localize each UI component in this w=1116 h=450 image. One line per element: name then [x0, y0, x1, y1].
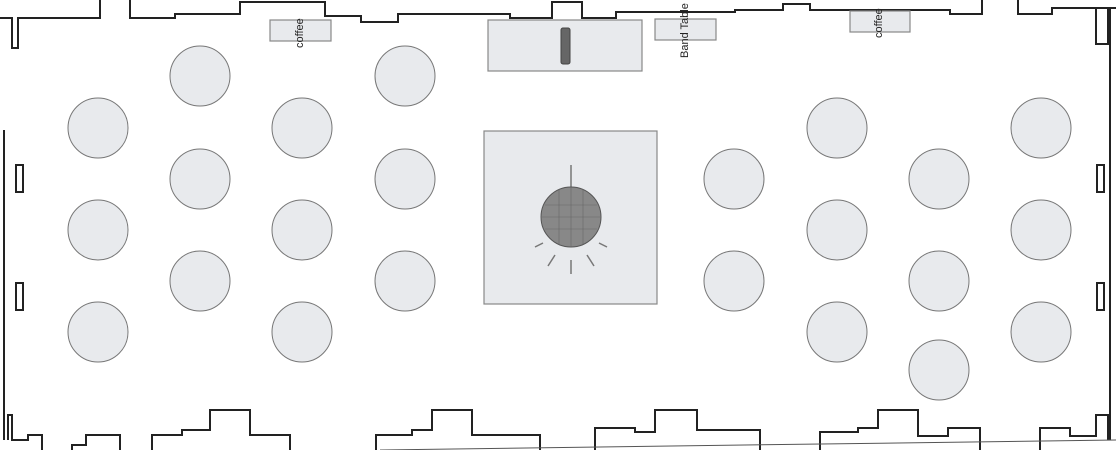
stage[interactable]	[487, 19, 643, 72]
round-table[interactable]	[806, 199, 868, 261]
round-table[interactable]	[374, 45, 436, 107]
round-table[interactable]	[374, 148, 436, 210]
coffee-station-right[interactable]: coffee	[849, 8, 911, 38]
coffee-station-left[interactable]: coffee	[269, 18, 332, 48]
band-table-label: Band Table	[679, 3, 691, 58]
round-table[interactable]	[908, 250, 970, 312]
round-table[interactable]	[271, 301, 333, 363]
round-table[interactable]	[806, 301, 868, 363]
coffee-left-label: coffee	[294, 18, 306, 48]
window	[1096, 282, 1105, 311]
round-table[interactable]	[169, 45, 231, 107]
round-tables	[67, 45, 1072, 401]
round-table[interactable]	[67, 97, 129, 159]
round-table[interactable]	[169, 250, 231, 312]
round-table[interactable]	[374, 250, 436, 312]
round-table[interactable]	[271, 199, 333, 261]
round-table[interactable]	[908, 339, 970, 401]
window	[15, 164, 24, 193]
band-table[interactable]: Band Table	[654, 3, 717, 58]
dance-floor[interactable]	[483, 130, 658, 305]
round-table[interactable]	[1010, 97, 1072, 159]
coffee-right-label: coffee	[873, 8, 885, 38]
round-table[interactable]	[67, 301, 129, 363]
round-table[interactable]	[271, 97, 333, 159]
piano-icon	[560, 27, 571, 65]
round-table[interactable]	[908, 148, 970, 210]
round-table[interactable]	[67, 199, 129, 261]
window	[15, 282, 24, 311]
round-table[interactable]	[1010, 301, 1072, 363]
window	[1096, 164, 1105, 193]
round-table[interactable]	[703, 250, 765, 312]
round-table[interactable]	[806, 97, 868, 159]
disco-ball-icon	[534, 165, 608, 274]
round-table[interactable]	[1010, 199, 1072, 261]
round-table[interactable]	[703, 148, 765, 210]
round-table[interactable]	[169, 148, 231, 210]
